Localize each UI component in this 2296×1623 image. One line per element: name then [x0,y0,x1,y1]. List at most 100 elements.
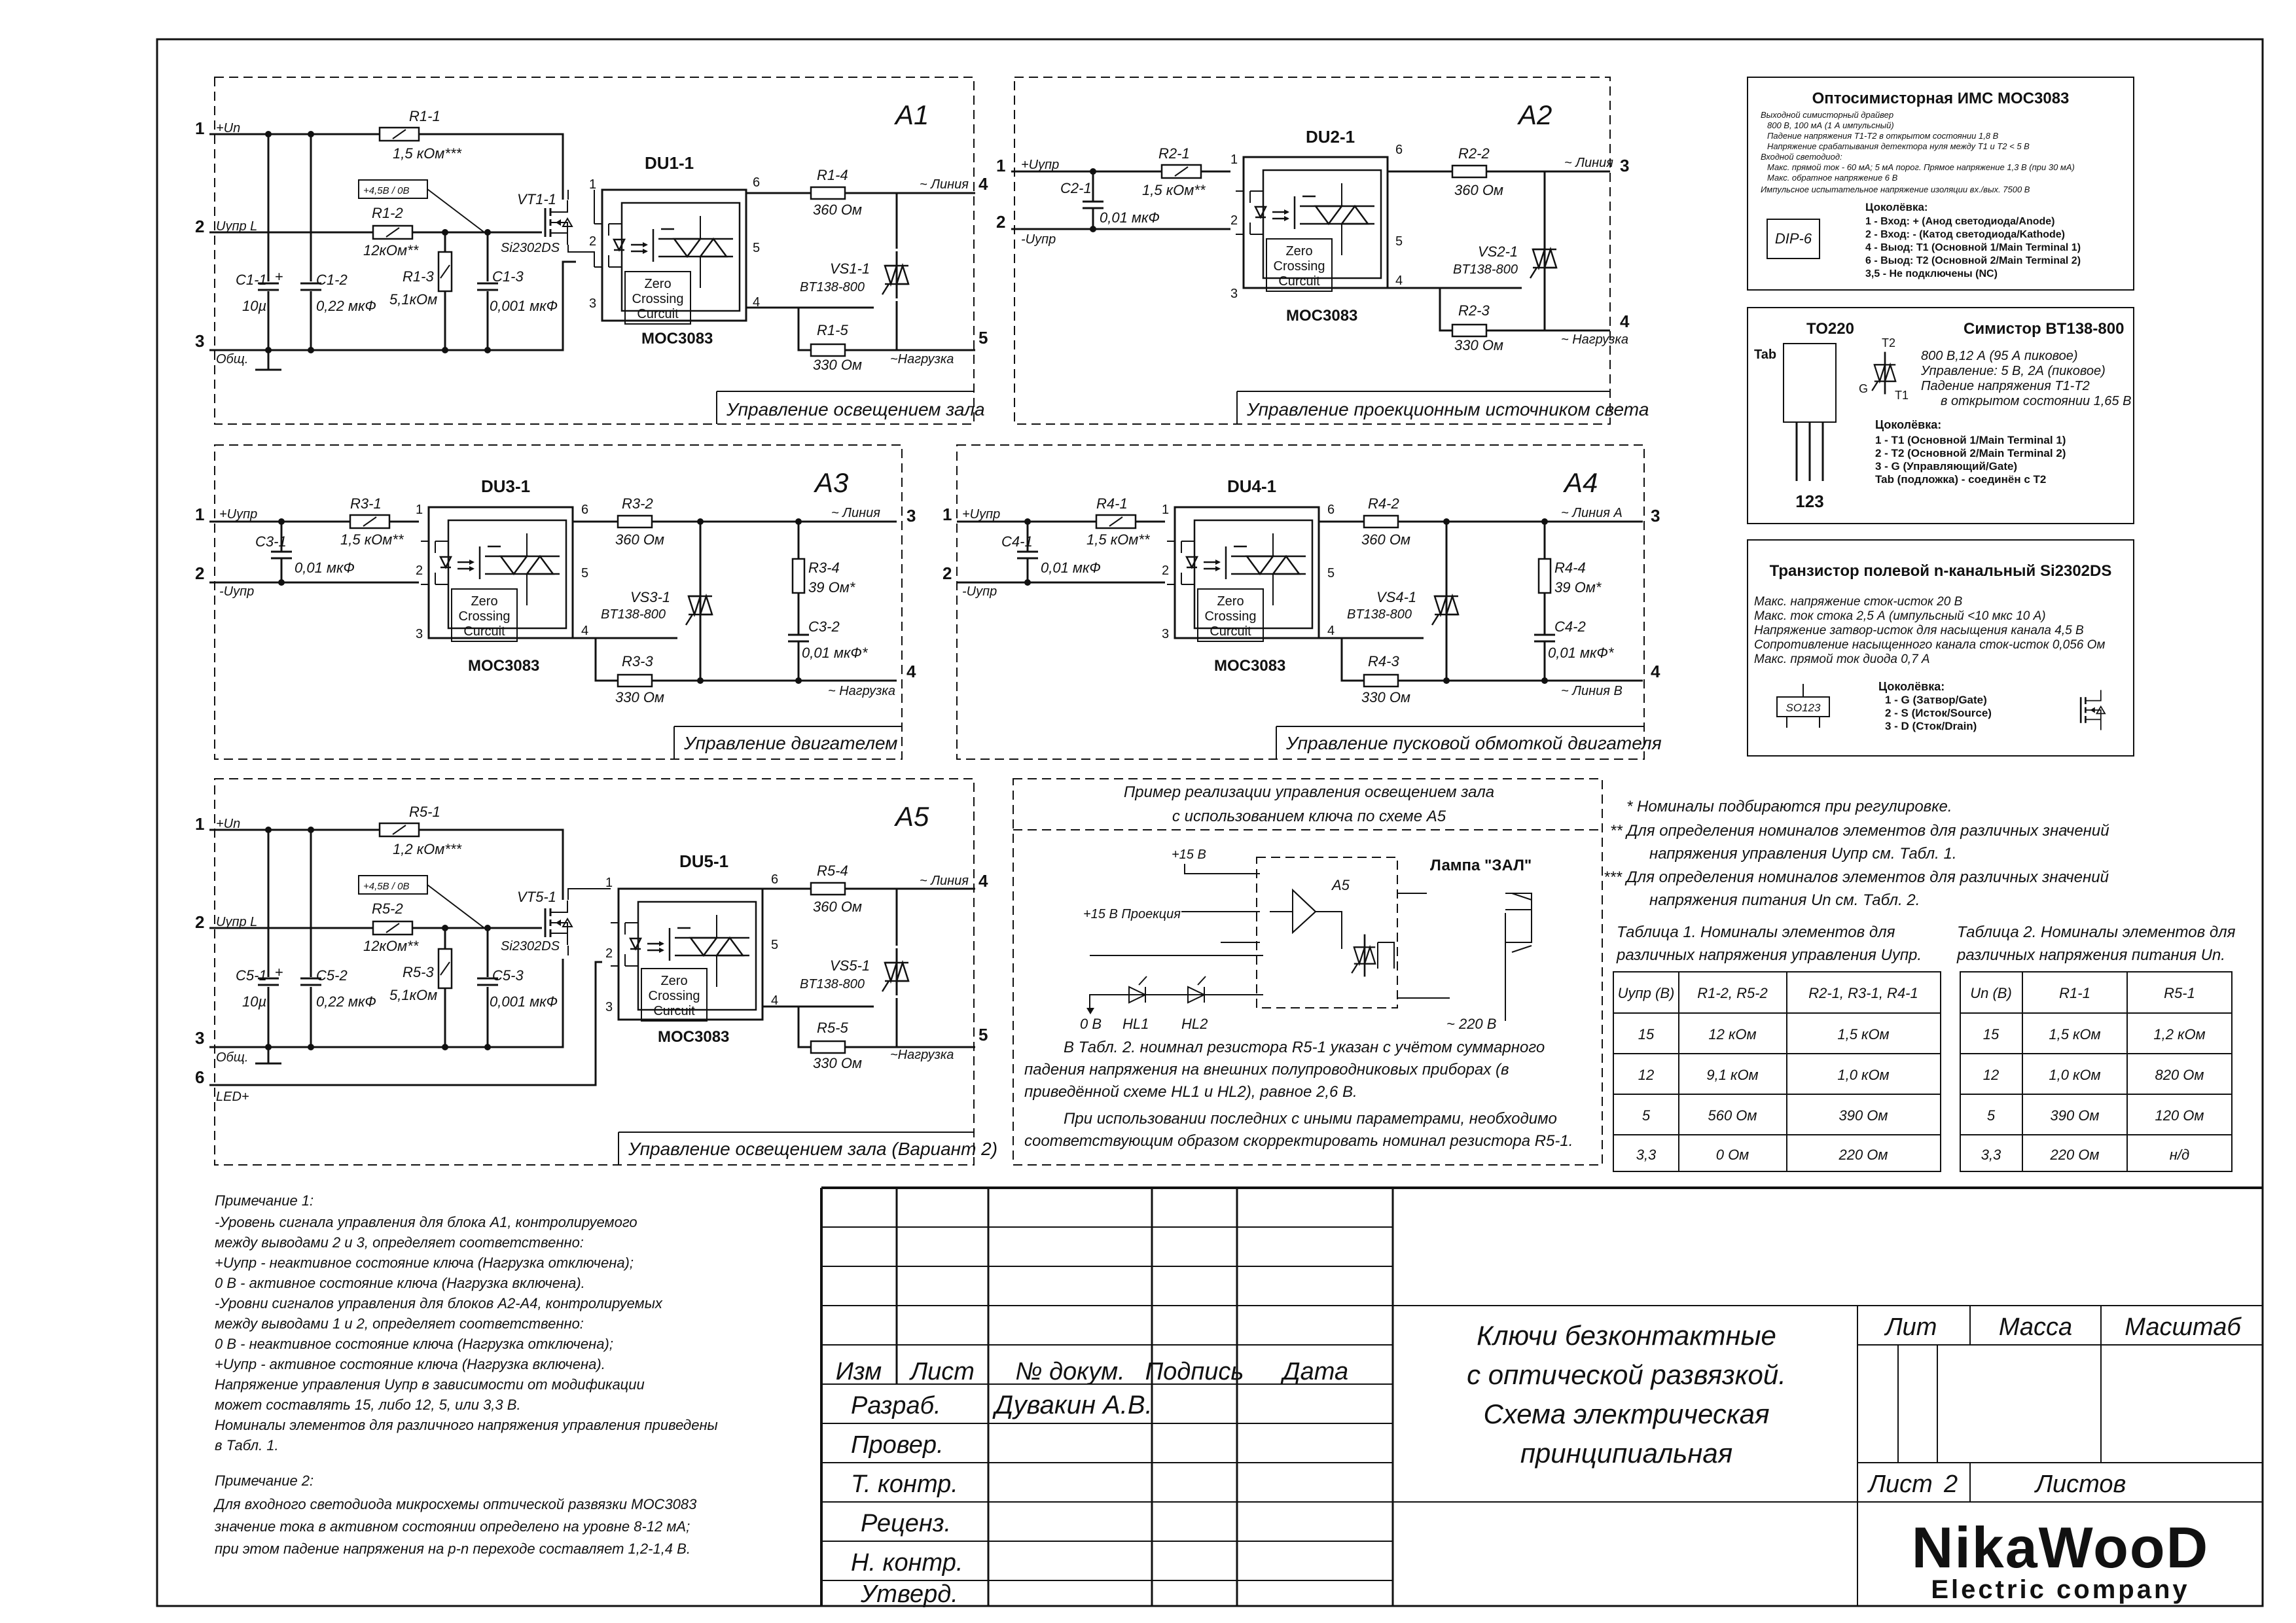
svg-text:3: 3 [589,296,596,311]
svg-text:Макс. обратное напряжение 6 В: Макс. обратное напряжение 6 В [1767,173,1898,183]
svg-text:** Для определения номиналов э: ** Для определения номиналов элементов д… [1610,822,2109,840]
svg-text:MOC3083: MOC3083 [468,657,539,675]
block-caption-a3: Управление двигателем [683,733,897,753]
svg-text:5: 5 [978,1025,988,1044]
svg-text:Изм: Изм [836,1358,882,1385]
svg-text:между выводами 1 и 2, определя: между выводами 1 и 2, определяет соответ… [215,1315,584,1332]
svg-text:Curcuit: Curcuit [637,307,679,321]
svg-text:5: 5 [1987,1107,1996,1124]
svg-text:R5-1: R5-1 [2164,985,2195,1001]
svg-text:Crossing: Crossing [1205,609,1257,624]
svg-text:5: 5 [1395,234,1403,249]
block-caption-a2: Управление проекционным источником света [1246,399,1649,419]
svg-text:R2-1: R2-1 [1158,145,1190,162]
svg-text:+Un: +Un [216,121,240,135]
svg-text:* Номиналы подбираются при ре: * Номиналы подбираются при регулировке. [1626,798,1952,815]
svg-text:6: 6 [753,175,760,190]
svg-text:в Табл. 1.: в Табл. 1. [215,1437,279,1454]
svg-text:800 В, 100 мА (1 А импульсный): 800 В, 100 мА (1 А импульсный) [1767,120,1894,130]
svg-text:330 Ом: 330 Ом [813,1055,862,1071]
svg-text:-Uупр: -Uупр [219,584,254,599]
svg-text:TO220: TO220 [1806,320,1854,338]
svg-text:5,1кОм: 5,1кОм [389,291,437,308]
moc3083-info: Оптосимисторная ИМС MOC3083 Выходной сим… [1747,77,2134,291]
svg-text:5: 5 [1327,566,1335,580]
block-label-a2: A2 [1516,99,1552,130]
svg-text:2: 2 [605,946,613,961]
svg-text:1,2 кОм***: 1,2 кОм*** [393,841,462,857]
svg-text:2 - S (Исток/Source): 2 - S (Исток/Source) [1885,707,1992,719]
svg-text:1,0 кОм: 1,0 кОм [2049,1067,2100,1083]
svg-text:с оптической развязкой.: с оптической развязкой. [1467,1359,1786,1390]
svg-text:1,2 кОм: 1,2 кОм [2153,1026,2205,1043]
svg-text:6 - Выод: T2 (Основной 2/Main: 6 - Выод: T2 (Основной 2/Main Terminal 2… [1865,255,2081,266]
svg-text:0,01 мкФ: 0,01 мкФ [1041,560,1101,576]
svg-text:Оптосимисторная ИМС MOC3083: Оптосимисторная ИМС MOC3083 [1812,90,2070,107]
svg-text:4: 4 [1651,662,1660,681]
svg-text:+Un: +Un [216,817,240,831]
svg-text:Цоколёвка:: Цоколёвка: [1865,201,1928,213]
svg-text:Общ.: Общ. [216,1050,248,1065]
svg-text:Un (В): Un (В) [1970,985,2012,1001]
block-caption-a1: Управление освещением зала [726,399,985,419]
svg-text:~ Линия B: ~ Линия B [1561,684,1623,698]
svg-text:2: 2 [589,234,596,249]
svg-text:4: 4 [1620,312,1630,331]
svg-text:3,3: 3,3 [1981,1147,2001,1163]
svg-text:5: 5 [581,566,588,580]
svg-text:1,5 кОм**: 1,5 кОм** [340,531,404,548]
svg-text:123: 123 [1795,491,1823,511]
svg-text:Падение напряжения T1-T2: Падение напряжения T1-T2 [1921,379,2090,393]
table-2: Таблица 2. Номиналы элементов для различ… [1956,923,2236,1172]
svg-text:н/д: н/д [2170,1147,2189,1163]
svg-text:1,5 кОм***: 1,5 кОм*** [393,145,462,162]
svg-text:360 Ом: 360 Ом [1454,182,1503,198]
svg-text:Примечание 2:: Примечание 2: [215,1472,314,1489]
svg-text:R3-2: R3-2 [622,495,653,512]
svg-text:Падение напряжения T1-T2 в отк: Падение напряжения T1-T2 в открытом сост… [1767,131,1999,141]
svg-text:Масса: Масса [1999,1313,2072,1341]
svg-text:1 - G (Затвор/Gate): 1 - G (Затвор/Gate) [1885,694,1987,706]
svg-text:R5-4: R5-4 [817,863,848,879]
svg-text:360 Ом: 360 Ом [813,202,862,218]
svg-text:падения напряжения на внешних: падения напряжения на внешних полупровод… [1024,1061,1509,1079]
svg-text:T1: T1 [1895,389,1909,402]
svg-text:3 - D (Сток/Drain): 3 - D (Сток/Drain) [1885,720,1977,732]
svg-text:1,0 кОм: 1,0 кОм [1837,1067,1889,1083]
svg-text:Общ.: Общ. [216,352,248,366]
svg-text:DU5-1: DU5-1 [679,851,728,871]
title-block: Изм Лист № докум. Подпись Дата Разраб. П… [820,1186,2263,1608]
svg-text:DU1-1: DU1-1 [645,153,694,173]
svg-text:15: 15 [1983,1026,2000,1043]
svg-text:1: 1 [416,503,423,517]
svg-text:Цоколёвка:: Цоколёвка: [1878,680,1945,693]
svg-text:Tab: Tab [1754,348,1776,362]
svg-text:1,5 кОм**: 1,5 кОм** [1142,182,1206,198]
svg-text:VS4-1: VS4-1 [1376,589,1416,605]
svg-text:BT138-800: BT138-800 [800,280,865,294]
svg-text:+4,5В / 0В: +4,5В / 0В [363,881,409,892]
svg-text:NikaWooD: NikaWooD [1912,1515,2209,1580]
svg-text:3: 3 [1651,506,1660,526]
svg-text:3: 3 [1230,287,1238,301]
svg-text:в открытом состоянии 1,65 В: в открытом состоянии 1,65 В [1941,394,2131,408]
svg-text:Uупр (В): Uупр (В) [1618,985,1675,1001]
svg-text:2: 2 [1943,1471,1958,1498]
svg-text:Zero: Zero [471,594,497,609]
svg-text:R1-4: R1-4 [817,167,848,183]
svg-text:-Uупр: -Uупр [1021,232,1056,247]
si2302-info: Транзистор полевой n-канальный Si2302DS … [1747,539,2134,757]
svg-text:Пример реализации управления о: Пример реализации управления освещением … [1124,783,1494,801]
svg-text:2: 2 [195,217,204,236]
svg-text:330 Ом: 330 Ом [1454,337,1503,353]
svg-text:360 Ом: 360 Ом [1361,531,1410,548]
block-a1: A1 Управление освещением зала 1 2 3 +Un … [195,77,988,425]
svg-text:Подпись: Подпись [1145,1358,1244,1385]
svg-text:Макс. прямой ток диода 0,7 А: Макс. прямой ток диода 0,7 А [1754,652,1930,666]
svg-text:Примечание 1:: Примечание 1: [215,1192,314,1209]
svg-text:R1-1: R1-1 [409,108,440,124]
svg-text:Crossing: Crossing [1274,259,1325,274]
svg-text:Масштаб: Масштаб [2125,1313,2242,1341]
svg-text:Лампа "ЗАЛ": Лампа "ЗАЛ" [1430,857,1532,874]
svg-text:12 кОм: 12 кОм [1708,1026,1756,1043]
